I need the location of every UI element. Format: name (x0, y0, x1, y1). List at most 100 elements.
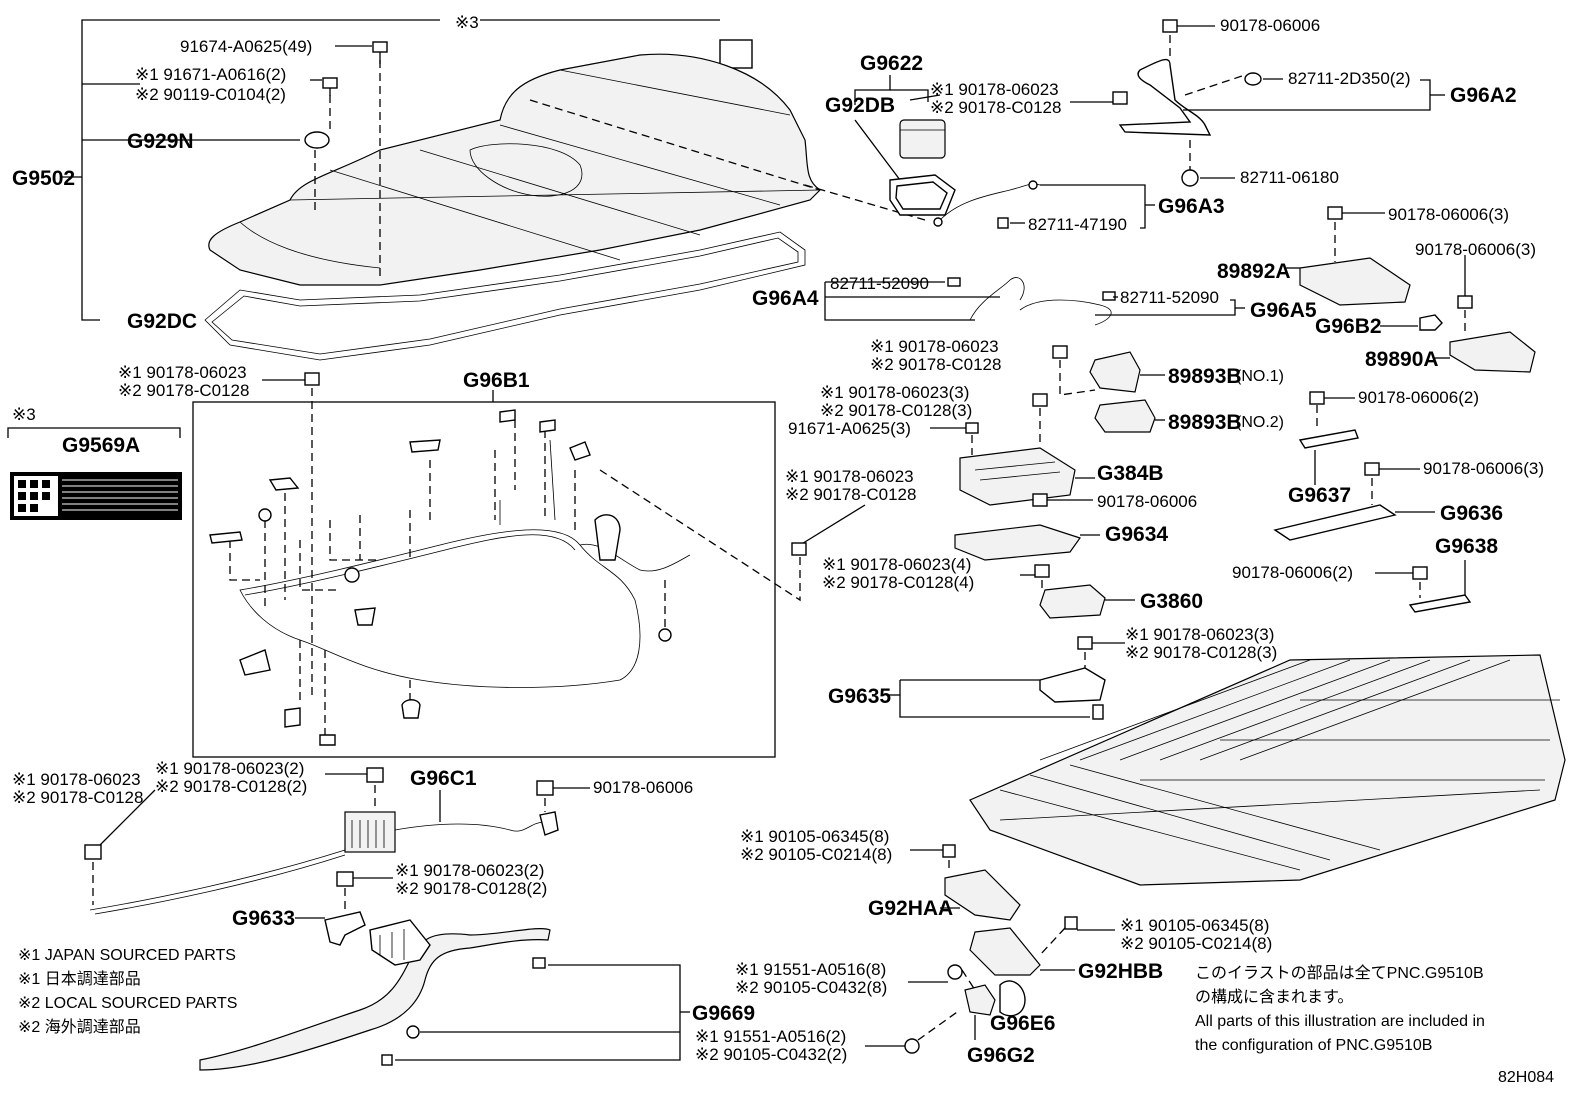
notice: このイラストの部品は全てPNC.G9510B の構成に含まれます。 All pa… (1195, 964, 1485, 1054)
nut-icon (1032, 393, 1048, 407)
gasket-part (999, 980, 1026, 1017)
ref-label: 89893B (1168, 411, 1242, 434)
part-number: ※1 91671-A0616(2) (135, 65, 286, 84)
nut-icon (791, 542, 807, 556)
cable-part (1118, 58, 1212, 136)
bracket-part (1408, 594, 1472, 613)
ref-label: G96C1 (410, 767, 477, 790)
bottom-center-group: ※1 90105-06345(8) ※2 90105-C0214(8) G92H… (695, 827, 1272, 1067)
harness-part (239, 529, 641, 688)
mid-nut-group: ※1 90178-06023 ※2 90178-C0128 (785, 467, 916, 595)
bolt-icon (965, 422, 979, 434)
part-number: 82711-06180 (1240, 168, 1339, 187)
legend-line: ※1 日本調達部品 (18, 970, 141, 988)
ref-sub: (NO.2) (1236, 414, 1284, 431)
part-number: 82711-52090 (830, 274, 929, 293)
part-number: 91674-A0625(49) (180, 37, 312, 56)
ref-label: G9636 (1440, 502, 1503, 525)
part-number: ※2 90178-C0128(4) (822, 573, 974, 592)
battery-stack-part (969, 654, 1566, 886)
notice-line: the configuration of PNC.G9510B (1195, 1037, 1432, 1054)
bracket-part (1039, 667, 1106, 703)
g96b1-group: ※1 90178-06023 ※2 90178-C0128 G96B1 (118, 363, 801, 758)
ref-label: G92DB (825, 94, 895, 117)
part-number: 90178-06006(3) (1415, 240, 1536, 259)
clip-icon (1244, 72, 1262, 86)
g9669-group: ※1 90178-06023(2) ※2 90178-C0128(2) G963… (199, 861, 755, 1071)
part-number: ※1 91551-A0516(8) (735, 960, 886, 979)
gasket-part (964, 984, 996, 1016)
ref-label: G9622 (860, 52, 923, 75)
ref-label: G92HAA (868, 897, 953, 920)
notice-line: の構成に含まれます。 (1195, 988, 1353, 1006)
ref-label: 89893B (1168, 365, 1242, 388)
ref-label: G384B (1097, 462, 1164, 485)
ref-label: G96E6 (990, 1012, 1055, 1035)
legend-line: ※2 海外調達部品 (18, 1018, 141, 1036)
part-number: ※1 90178-06023(3) (820, 383, 969, 402)
battery-cover-part (208, 53, 821, 286)
part-number: ※1 90178-06023 (930, 80, 1059, 99)
part-number: ※1 90178-06023 (785, 467, 914, 486)
nut-icon (1309, 391, 1325, 405)
part-number: ※1 90105-06345(8) (1120, 916, 1269, 935)
part-number: ※2 90178-C0128(3) (820, 401, 972, 420)
part-number: 82711-52090 (1120, 288, 1219, 307)
notice-line: このイラストの部品は全てPNC.G9510B (1195, 964, 1484, 982)
bracket-group-right: 90178-06006(2) G9637 90178-06006(3) G963… (1232, 388, 1544, 613)
cover-part (1449, 331, 1536, 373)
ref-label: G96G2 (967, 1044, 1035, 1067)
part-number: 82711-47190 (1028, 215, 1127, 234)
part-number: 90178-06006 (1220, 16, 1320, 35)
part-number: ※2 90105-C0432(2) (695, 1045, 847, 1064)
note-mark: ※3 (12, 405, 36, 424)
part-number: ※1 90178-06023(2) (395, 861, 544, 880)
cover-part (1299, 257, 1411, 306)
bracket-part (324, 911, 366, 946)
battery-module-group: ※1 90178-06023(3) ※2 90178-C0128(3) G963… (828, 625, 1566, 886)
bracket-part (1298, 429, 1359, 449)
bracket-part (944, 869, 1021, 921)
ref-label: G96B2 (1315, 315, 1382, 338)
nut-icon (947, 964, 963, 980)
bracket-part (1273, 504, 1397, 541)
ref-sub: (NO.1) (1236, 368, 1284, 385)
part-number: ※1 90105-06345(8) (740, 827, 889, 846)
ref-label: G96A5 (1250, 299, 1317, 322)
junction-block-group: ※1 90178-06023 ※2 90178-C0128 89893B (NO… (788, 337, 1284, 619)
nut-icon (1412, 566, 1428, 580)
g96b1-frame (192, 401, 776, 758)
bracket-part (1094, 399, 1156, 433)
ref-label: G9635 (828, 685, 891, 708)
bracket-part (1089, 351, 1141, 393)
clip-icon (1181, 169, 1199, 187)
nut-icon (84, 844, 102, 860)
ref-label: G96A3 (1158, 195, 1225, 218)
ref-label: G9637 (1288, 484, 1351, 507)
part-number: ※2 90105-C0214(8) (740, 845, 892, 864)
g96a2-group: 90178-06006 82711-2D350(2) 82711-06180 G… (1118, 16, 1517, 187)
part-number: ※2 90178-C0128 (785, 485, 916, 504)
bolt-icon (322, 77, 338, 96)
ref-label: G9638 (1435, 535, 1498, 558)
nut-icon (1034, 564, 1050, 578)
ref-label: G96B1 (463, 369, 530, 392)
part-number: ※1 90178-06023(2) (155, 759, 304, 778)
ref-label: G96A4 (752, 287, 819, 310)
part-number: ※1 90178-06023 (870, 337, 999, 356)
caution-label-group: G9569A ※3 (7, 405, 182, 520)
part-number: ※2 90178-C0128 (12, 788, 143, 807)
part-number: 82711-2D350(2) (1288, 69, 1411, 88)
part-number: ※1 91551-A0516(2) (695, 1027, 846, 1046)
ref-label: 89892A (1217, 260, 1291, 283)
part-number: 90178-06006(3) (1423, 459, 1544, 478)
part-number: ※1 90178-06023 (12, 770, 141, 789)
ref-label: G92DC (127, 310, 197, 333)
nut-icon (1327, 206, 1343, 220)
ref-label: G96A2 (1450, 84, 1517, 107)
nut-icon (304, 372, 320, 386)
part-number: ※2 90178-C0128(2) (395, 879, 547, 898)
nut-icon (1457, 295, 1473, 309)
nut-icon (1052, 345, 1068, 359)
